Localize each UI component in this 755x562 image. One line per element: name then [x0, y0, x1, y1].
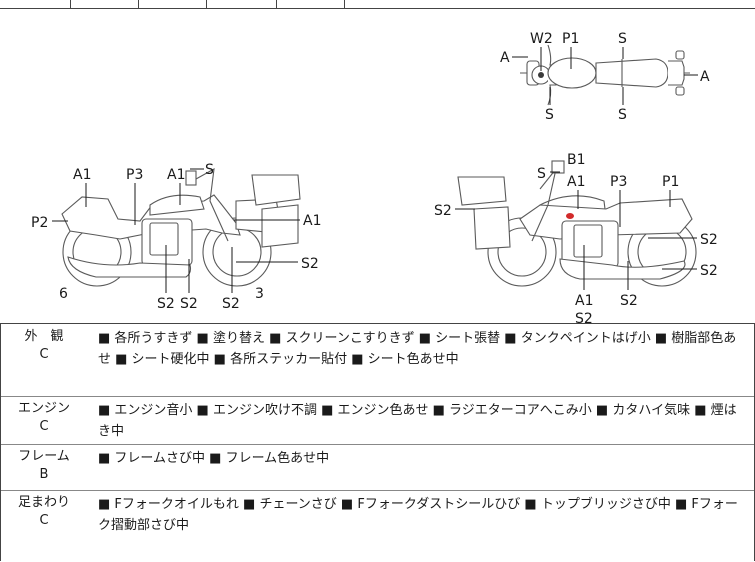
label-s2-right-e: S2: [620, 293, 638, 309]
table-left-border: [0, 323, 1, 561]
condition-table: 外 観 C ■ 各所うすきず ■ 塗り替え ■ スクリーンこすりきず ■ シート…: [0, 323, 755, 562]
row-description: ■ Fフォークオイルもれ ■ チェーンさび ■ Fフォークダストシールひび ■ …: [98, 497, 738, 533]
label-p3-left: P3: [126, 167, 143, 183]
category-name: 足まわり: [17, 495, 70, 510]
category-name: フレーム: [18, 449, 70, 464]
label-a-top-right: A: [700, 69, 710, 85]
top-table-strip: [0, 0, 755, 9]
label-s2-left-b: S2: [157, 296, 175, 312]
label-a1-right: A1: [567, 174, 585, 190]
label-p1-right: P1: [662, 174, 679, 190]
row-category: エンジン C: [0, 396, 88, 436]
row-engine: エンジン C ■ エンジン音小 ■ エンジン吹け不調 ■ エンジン色あせ ■ ラ…: [0, 396, 755, 445]
label-s2-left-a: S2: [301, 256, 319, 272]
label-a1-left-a: A1: [73, 167, 91, 183]
category-grade: B: [39, 467, 49, 482]
category-name: エンジン: [17, 401, 70, 416]
label-a1-left-c: A1: [303, 213, 321, 229]
label-s2-right-a: S2: [434, 203, 452, 219]
label-b1-right: B1: [567, 152, 586, 168]
row-category: フレーム B: [0, 444, 88, 484]
right-side-bike: [457, 160, 697, 287]
row-frame: フレーム B ■ フレームさび中 ■ フレーム色あせ中: [0, 444, 755, 491]
label-6-left: 6: [59, 286, 68, 302]
label-s-top3: S: [618, 107, 627, 123]
label-s2-right-d: S2: [575, 311, 593, 323]
category-grade: C: [39, 513, 49, 528]
label-s2-left-c: S2: [180, 296, 198, 312]
label-a1-left-b: A1: [167, 167, 185, 183]
left-side-bike: [61, 167, 301, 287]
row-description: ■ フレームさび中 ■ フレーム色あせ中: [98, 451, 330, 466]
label-p2-left: P2: [31, 215, 48, 231]
label-3-left: 3: [255, 286, 264, 302]
label-p1-top: P1: [562, 31, 579, 47]
top-view-bike: [520, 44, 690, 106]
row-description: ■ エンジン音小 ■ エンジン吹け不調 ■ エンジン色あせ ■ ラジエターコアへ…: [98, 403, 737, 439]
damage-mark: [566, 213, 574, 219]
label-s2-right-c: S2: [700, 263, 718, 279]
label-s-top2: S: [545, 107, 554, 123]
label-s-top1: S: [618, 31, 627, 47]
category-name: 外 観: [24, 329, 64, 344]
label-s2-right-b: S2: [700, 232, 718, 248]
row-category: 外 観 C: [0, 324, 88, 364]
label-s-right: S: [537, 166, 546, 182]
label-a1-right-b: A1: [575, 293, 593, 309]
row-suspension: 足まわり C ■ Fフォークオイルもれ ■ チェーンさび ■ Fフォークダストシ…: [0, 490, 755, 562]
row-description: ■ 各所うすきず ■ 塗り替え ■ スクリーンこすりきず ■ シート張替 ■ タ…: [98, 331, 737, 367]
row-exterior: 外 観 C ■ 各所うすきず ■ 塗り替え ■ スクリーンこすりきず ■ シート…: [0, 324, 755, 397]
label-s2-left-d: S2: [222, 296, 240, 312]
category-grade: C: [39, 419, 49, 434]
label-w2: W2: [530, 31, 553, 47]
row-category: 足まわり C: [0, 490, 88, 530]
condition-diagram: W2 P1 S A A S S A1 P3 A1 S P2 A1 S2 6 S2…: [0, 9, 755, 323]
label-s-left: S: [205, 162, 214, 178]
label-a-top-left: A: [500, 50, 510, 66]
label-p3-right: P3: [610, 174, 627, 190]
category-grade: C: [39, 347, 49, 362]
